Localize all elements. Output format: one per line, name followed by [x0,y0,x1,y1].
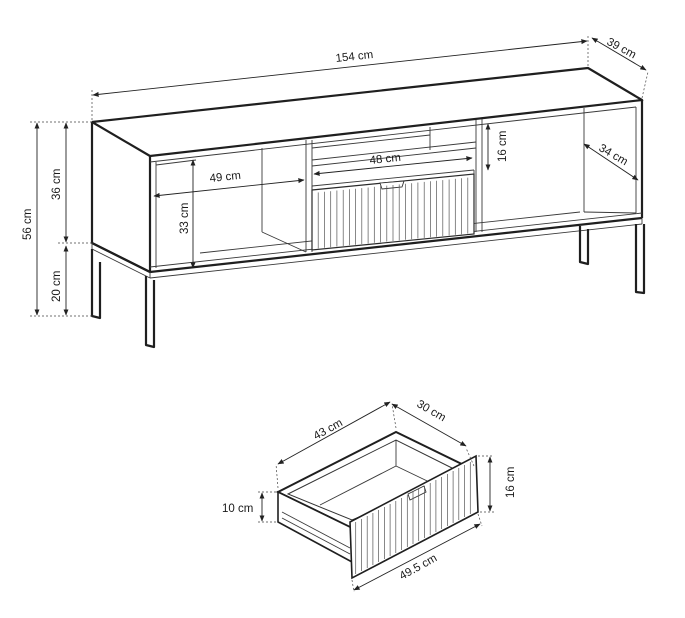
drawer-width-dimension-line [313,156,473,176]
leg-front-middle [144,276,156,349]
shelf-height-label: 16 cm [497,131,509,162]
drawer-width-label: 48 cm [369,152,401,167]
depth-dimension-line [591,37,647,71]
compartment-width-dimension-line [153,178,305,198]
drawer-front-height-label: 16 cm [505,467,517,498]
leg-front-right [634,224,646,295]
inner-depth-dimension-line [583,143,639,181]
leg-back-right [578,226,590,266]
leg-front-left [90,249,102,320]
drawer-front-width-label: 49.5 cm [398,552,440,582]
depth-label: 39 cm [605,36,638,61]
body-height-label: 36 cm [51,169,63,200]
width-dimension-line [92,39,588,97]
inner-depth-label: 34 cm [597,142,630,168]
drawer-length-label: 43 cm [312,417,345,443]
compartment-height-label: 33 cm [179,203,191,234]
compartment-width-label: 49 cm [209,170,241,185]
drawer-depth-label: 30 cm [415,398,448,424]
tv-cabinet [90,66,646,349]
leg-height-label: 20 cm [51,271,63,302]
drawer-handle [379,180,405,190]
drawer-front-width-dimension-line [353,523,481,591]
width-label: 154 cm [335,49,374,65]
total-height-label: 56 cm [22,209,34,240]
drawer-detail [275,430,479,580]
drawer-detail-handle [407,485,427,501]
drawer-side-height-label: 10 cm [222,503,253,515]
drawer-depth-dimension-line [391,403,467,447]
drawer-front-slats [317,177,469,249]
drawer-length-dimension-line [277,401,391,465]
